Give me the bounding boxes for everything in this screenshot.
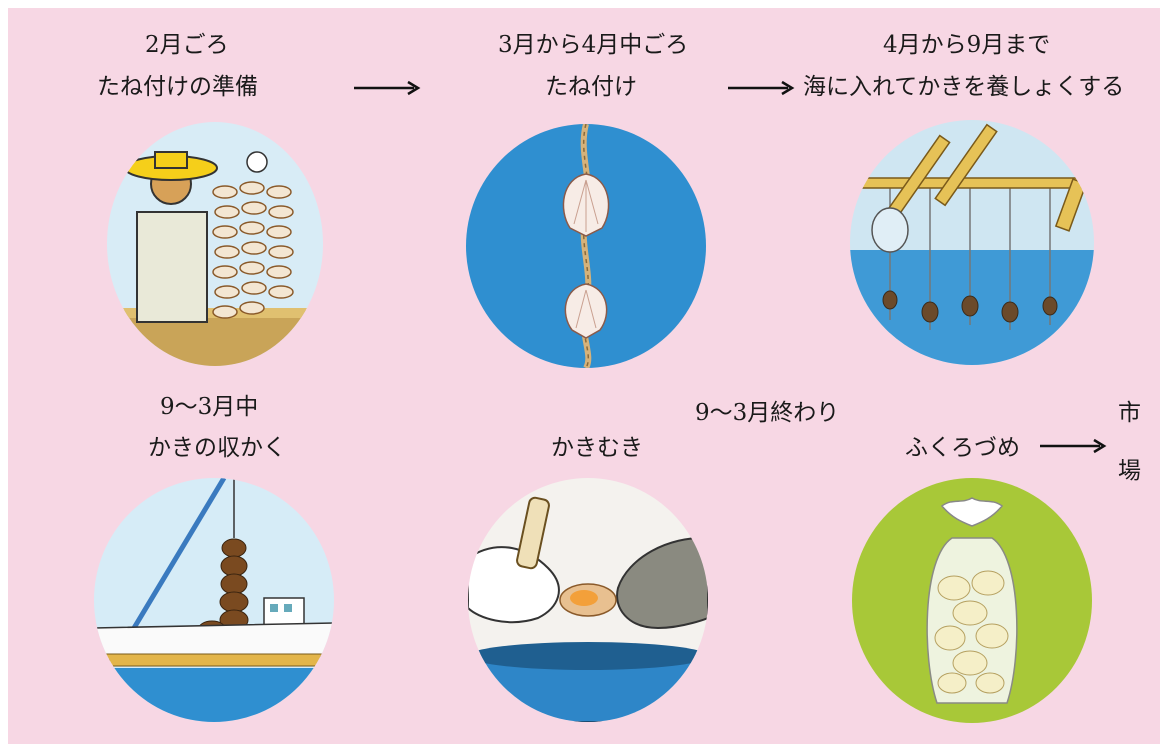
step3-period: 4月から9月まで xyxy=(883,32,1051,58)
illustration-seeding-prep xyxy=(107,122,323,366)
step1-period: 2月ごろ xyxy=(145,32,229,58)
step4-activity: かきの収かく xyxy=(148,435,286,461)
illustration-harvest xyxy=(94,478,334,722)
arrow-right-icon xyxy=(728,80,795,96)
illustration-bagging xyxy=(852,478,1092,723)
illustration-seeding xyxy=(466,124,706,368)
step4-period: 9～3月中 xyxy=(160,394,259,420)
illustration-cultivation xyxy=(850,120,1094,365)
step3-activity: 海に入れてかきを養しょくする xyxy=(803,74,1125,100)
destination-char-1: 市 xyxy=(1118,400,1141,426)
step2-activity: たね付け xyxy=(545,74,637,100)
step1-activity: たね付けの準備 xyxy=(97,74,258,100)
step5-activity: かきむき xyxy=(551,435,643,461)
destination-char-2: 場 xyxy=(1118,458,1141,484)
step5-period: 9～3月終わり xyxy=(695,400,840,426)
illustration-shucking xyxy=(468,478,708,722)
arrow-right-icon xyxy=(1040,438,1107,454)
step2-period: 3月から4月中ごろ xyxy=(498,32,689,58)
arrow-right-icon xyxy=(354,80,421,96)
step6-activity: ふくろづめ xyxy=(905,435,1020,461)
